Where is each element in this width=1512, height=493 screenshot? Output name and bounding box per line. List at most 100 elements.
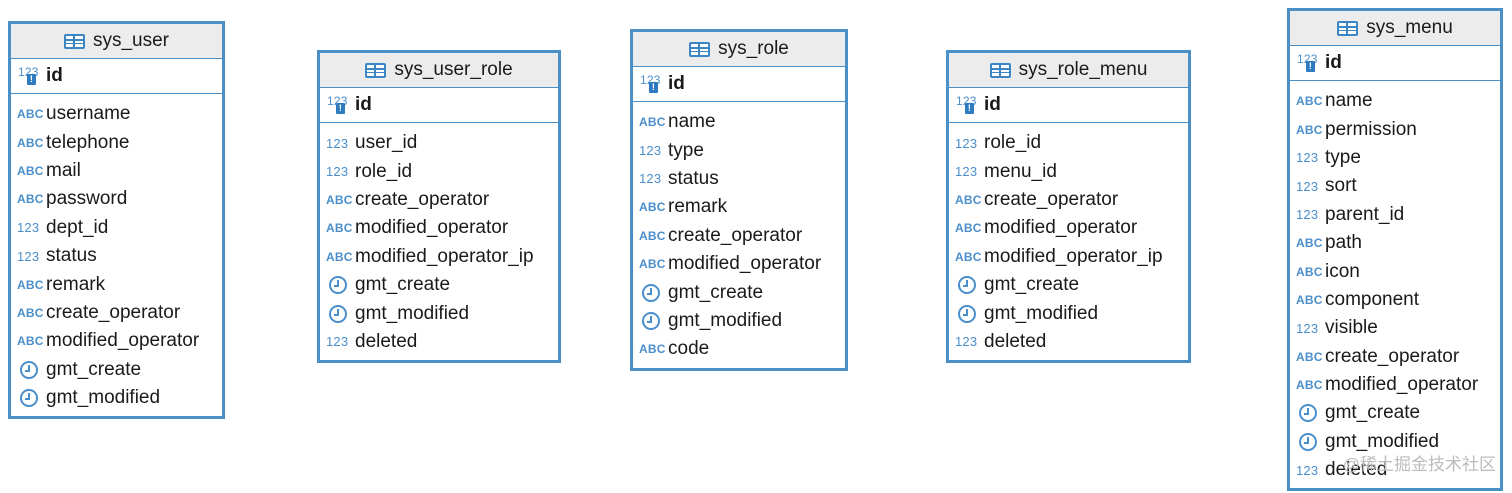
text-type-icon: ABC	[639, 115, 666, 130]
column-name: gmt_modified	[984, 302, 1099, 324]
primary-key-icon: 123!	[639, 73, 668, 95]
column-row[interactable]: gmt_modified	[949, 299, 1188, 327]
column-name: id	[46, 65, 63, 86]
primary-key-icon: 123!	[1296, 52, 1325, 74]
primary-key-row[interactable]: 123!id	[1290, 46, 1500, 81]
column-row[interactable]: gmt_create	[633, 278, 845, 306]
column-name: id	[1325, 52, 1342, 73]
column-row[interactable]: gmt_create	[1290, 399, 1500, 427]
column-name: id	[984, 94, 1001, 115]
primary-key-row[interactable]: 123!id	[633, 67, 845, 102]
column-row[interactable]: gmt_create	[11, 356, 222, 384]
text-type-icon: ABC	[17, 305, 44, 320]
column-row[interactable]: gmt_modified	[320, 299, 558, 327]
column-row[interactable]: gmt_create	[949, 271, 1188, 299]
table-header[interactable]: sys_user_role	[320, 53, 558, 88]
column-name: code	[668, 338, 710, 360]
table-title: sys_role_menu	[1018, 59, 1148, 80]
column-name: create_operator	[1325, 345, 1460, 367]
column-name: modified_operator	[984, 217, 1138, 239]
column-name: id	[668, 73, 685, 94]
table-header[interactable]: sys_role	[633, 32, 845, 67]
text-type-icon: ABC	[17, 334, 44, 349]
text-type-icon: ABC	[1296, 236, 1323, 251]
primary-key-row[interactable]: 123!id	[320, 88, 558, 123]
primary-key-icon: 123!	[17, 65, 46, 87]
clock-icon	[17, 389, 46, 408]
primary-key-row[interactable]: 123!id	[11, 59, 222, 94]
table-header[interactable]: sys_menu	[1290, 11, 1500, 46]
column-name: name	[1325, 90, 1373, 112]
text-type-icon: ABC	[1296, 292, 1323, 307]
column-name: password	[46, 188, 128, 210]
clock-icon	[955, 276, 984, 295]
clock-icon	[1296, 432, 1325, 451]
column-name: type	[1325, 146, 1361, 168]
text-type-icon: ABC	[1296, 349, 1323, 364]
clock-icon	[639, 283, 668, 302]
numeric-type-icon: 123	[955, 334, 978, 350]
column-row[interactable]: gmt_modified	[11, 384, 222, 412]
table-header[interactable]: sys_role_menu	[949, 53, 1188, 88]
primary-key-row[interactable]: 123!id	[949, 88, 1188, 123]
column-name: gmt_modified	[355, 302, 470, 324]
column-name: role_id	[355, 160, 413, 182]
column-name: permission	[1325, 118, 1417, 140]
clock-icon	[17, 360, 46, 379]
column-row[interactable]: gmt_create	[320, 271, 558, 299]
column-row[interactable]: gmt_modified	[1290, 428, 1500, 456]
numeric-type-icon: 123	[1296, 178, 1319, 194]
column-row[interactable]: gmt_modified	[633, 307, 845, 335]
table-grid-icon	[689, 41, 711, 57]
table-header[interactable]: sys_user	[11, 24, 222, 59]
text-type-icon: ABC	[17, 163, 44, 178]
numeric-type-icon: 123	[326, 135, 349, 151]
